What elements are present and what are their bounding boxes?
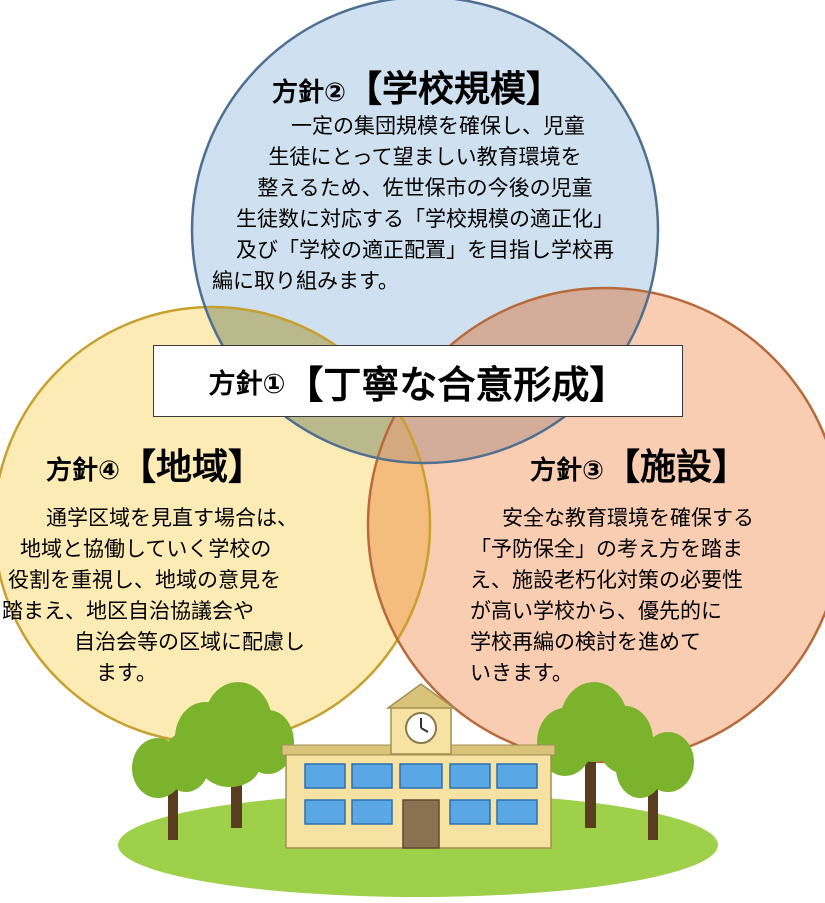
policy-1-banner: 方針①【丁寧な合意形成】 (153, 345, 683, 417)
school-building-icon (281, 683, 556, 849)
policy-1-prefix: 方針① (208, 368, 286, 400)
policy-4-heading: 方針④【地域】 (46, 450, 264, 486)
policy-4-title: 【地域】 (120, 447, 265, 488)
policy-4-description: 通学区域を見直す場合は、 地域と協働していく学校の 役割を重視し、地域の意見を … (2, 503, 400, 689)
policy-3-description: 安全な教育環境を確保する 「予防保全」の考え方を踏ま え、施設老朽化対策の必要性… (470, 503, 822, 689)
policy-2-title: 【学校規模】 (346, 69, 563, 110)
circle-school-scale-outline (190, 0, 660, 465)
policy-4-line: 役割を重視し、地域の意見を (8, 568, 281, 592)
policy-3-line: 学校再編の検討を進めて (470, 630, 701, 654)
policy-3-line: 「予防保全」の考え方を踏ま (470, 537, 743, 561)
policy-4-line: ます。 (96, 661, 157, 685)
clock-icon (405, 712, 437, 744)
policy-2-line: 生徒数に対応する「学校規模の適正化」 (236, 207, 614, 231)
tree-icon (616, 732, 694, 840)
policy-1-title: 【丁寧な合意形成】 (285, 362, 628, 407)
school-illustration (118, 682, 718, 897)
policy-2-description: 一定の集団規模を確保し、児童 生徒にとって望ましい教育環境を 整えるため、佐世保… (190, 111, 660, 297)
policy-3-title: 【施設】 (604, 447, 749, 488)
policy-4-line: 地域と協働していく学校の (20, 537, 272, 561)
policy-2-line: 編に取り組みます。 (212, 269, 399, 293)
policy-2-line: 生徒にとって望ましい教育環境を (268, 145, 582, 169)
policy-3-line: が高い学校から、優先的に (470, 599, 722, 623)
policy-3-prefix: 方針③ (530, 456, 605, 486)
policy-4-prefix: 方針④ (46, 456, 121, 486)
school-door (402, 799, 440, 849)
policy-2-heading: 方針②【学校規模】 (272, 72, 562, 108)
policy-3-line: いきます。 (470, 661, 573, 685)
policy-4-line: 自治会等の区域に配慮し (74, 630, 305, 654)
policy-4-line: 踏まえ、地区自治協議会や (2, 599, 254, 623)
tree-icon (132, 732, 210, 840)
policy-2-line: 及び「学校の適正配置」を目指し学校再 (236, 238, 614, 262)
policy-2-line: 整えるため、佐世保市の今後の児童 (257, 176, 593, 200)
policy-3-line: 安全な教育環境を確保する (502, 506, 754, 530)
policy-3-line: え、施設老朽化対策の必要性 (470, 568, 743, 592)
policy-3-heading: 方針③【施設】 (530, 450, 748, 486)
policy-2-line: 一定の集団規模を確保し、児童 (291, 114, 585, 138)
policy-2-prefix: 方針② (272, 78, 347, 108)
policy-4-line: 通学区域を見直す場合は、 (46, 506, 298, 530)
